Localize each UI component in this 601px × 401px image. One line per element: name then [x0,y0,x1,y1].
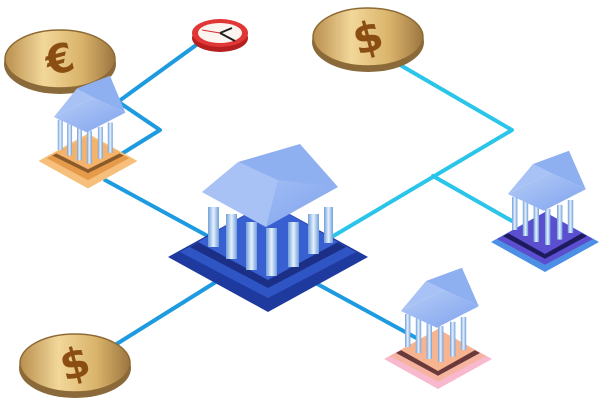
clock-icon [192,19,248,52]
bank-left-icon [38,75,138,189]
euro-coin-icon: € [4,29,116,94]
bank-bottom-icon [384,267,492,389]
bank-right-icon [491,150,599,272]
dollar-coin-bottom-icon: $ [19,333,131,398]
dollar-coin-top-icon: $ [312,7,424,72]
central-bank-icon [168,144,368,312]
connector-lines [93,33,514,347]
